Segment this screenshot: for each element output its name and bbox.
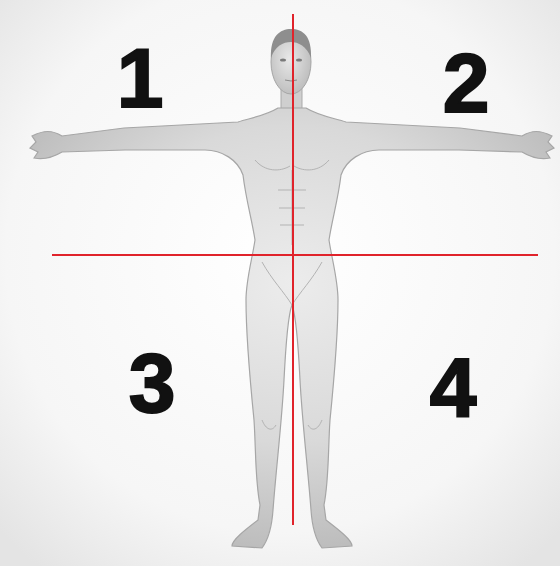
callout-number: 2	[443, 41, 490, 125]
vertical-midline	[292, 14, 294, 525]
callout-number: 3	[129, 341, 176, 425]
hair	[271, 29, 311, 58]
head	[271, 30, 311, 94]
callout-number: 4	[430, 346, 477, 430]
callout-number: 1	[117, 36, 164, 120]
horizontal-line	[52, 254, 538, 256]
face	[280, 58, 302, 81]
quadrant-lines	[52, 14, 538, 525]
